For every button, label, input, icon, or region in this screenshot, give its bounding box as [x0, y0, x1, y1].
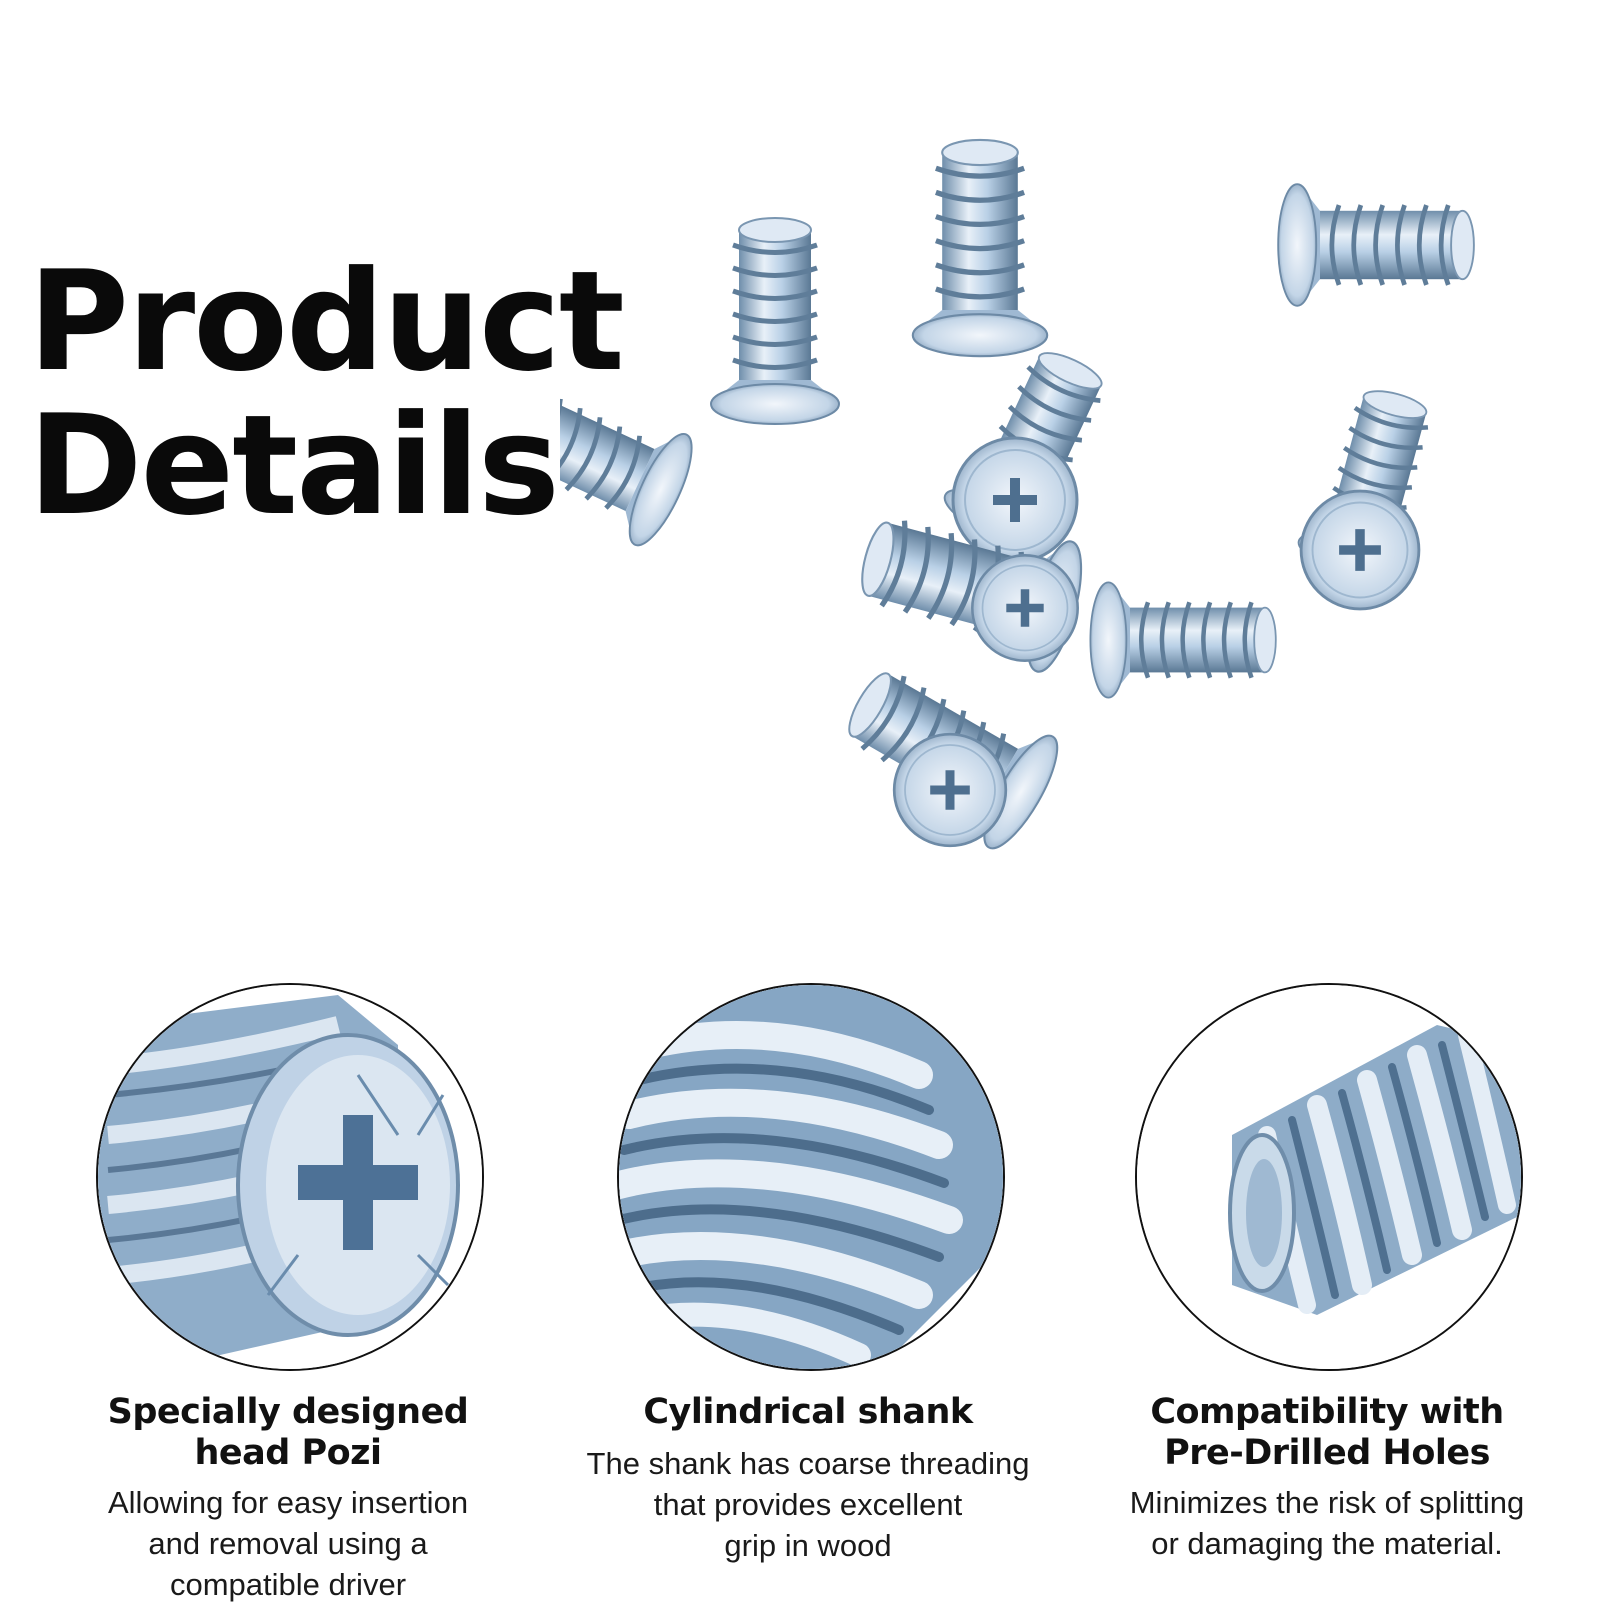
title-line-2: Details: [28, 385, 560, 546]
feature-description: Allowing for easy insertion and removal …: [107, 1485, 469, 1602]
feature-description: Minimizes the risk of splitting or damag…: [1129, 1485, 1525, 1561]
feature-cylindrical-shank: Cylindrical shank The shank has coarse t…: [578, 1392, 1038, 1566]
screw-tip-closeup: [1135, 983, 1523, 1371]
page-title: Product Details: [28, 241, 625, 546]
feature-description: The shank has coarse threading that prov…: [586, 1446, 1030, 1563]
feature-pozi-head: Specially designed head Pozi Allowing fo…: [58, 1392, 518, 1605]
screws-assortment-image: [560, 80, 1520, 880]
title-line-1: Product: [28, 241, 625, 402]
feature-heading: Compatibility with Pre-Drilled Holes: [1150, 1392, 1504, 1473]
feature-pre-drilled-holes: Compatibility with Pre-Drilled Holes Min…: [1097, 1392, 1557, 1564]
feature-heading: Cylindrical shank: [643, 1392, 973, 1432]
threaded-shank-closeup: [617, 983, 1005, 1371]
pozi-head-closeup: [96, 983, 484, 1371]
feature-heading: Specially designed head Pozi: [107, 1392, 469, 1473]
